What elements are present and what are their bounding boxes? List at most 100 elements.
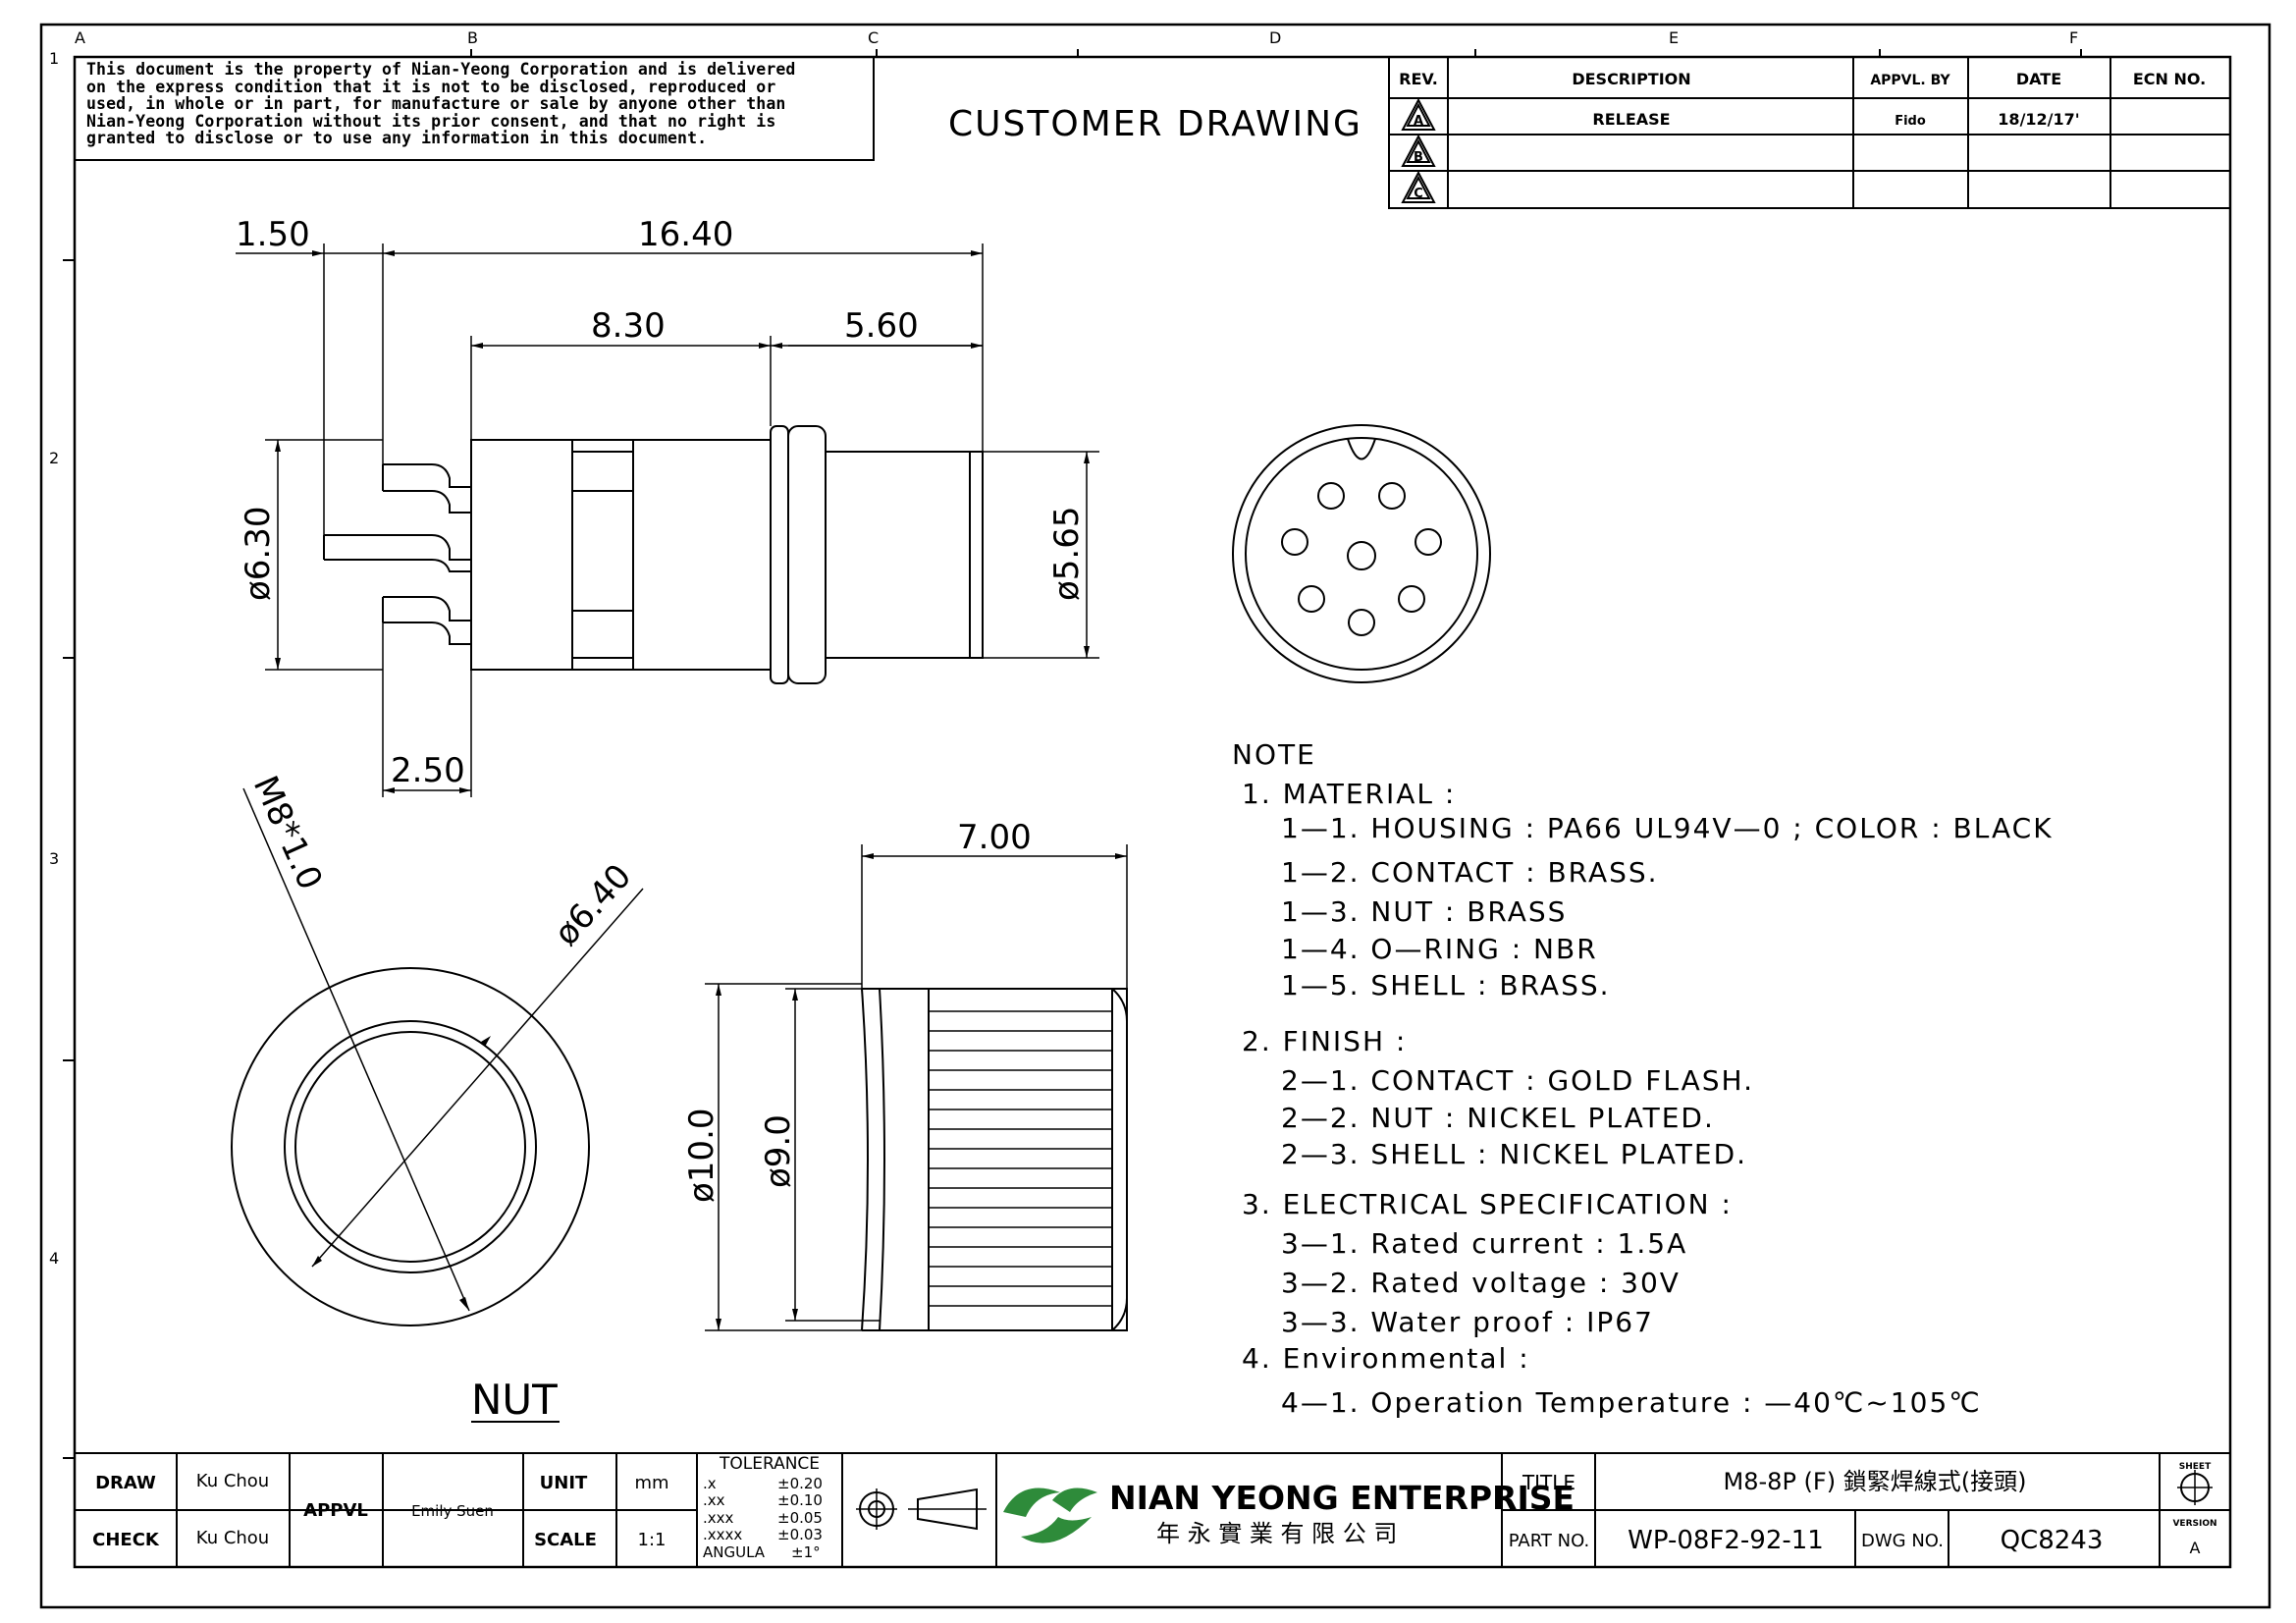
nut-side-dimensions	[705, 844, 1128, 1331]
tol-val-3: ±0.05	[777, 1509, 823, 1527]
nut-title: NUT	[471, 1376, 558, 1424]
company-logo-icon	[1003, 1488, 1097, 1543]
nut-side-arrowheads	[716, 853, 1127, 1330]
revision-table-text: REV. DESCRIPTION APPVL. BY DATE ECN NO. …	[1399, 70, 2206, 201]
note-line: 1—2. CONTACT : BRASS.	[1281, 856, 1659, 889]
tol-key-5: ANGULA	[703, 1543, 766, 1561]
note-line: 1. MATERIAL :	[1242, 778, 1457, 810]
rev-header: REV.	[1399, 70, 1438, 88]
sheet-label: SHEET	[2179, 1462, 2212, 1472]
pin-3	[1317, 482, 1345, 510]
grid-col-d: D	[1269, 28, 1281, 47]
company-name-en: NIAN YEONG ENTERPRISE	[1109, 1479, 1575, 1517]
check-value: Ku Chou	[196, 1528, 269, 1548]
notes-heading: NOTE	[1232, 738, 1316, 771]
company-name-zh: 年 永 實 業 有 限 公 司	[1156, 1520, 1397, 1547]
tol-key-4: .xxxx	[703, 1526, 742, 1543]
nut-labels: M8*1.0 ø6.40 NUT 7.00 ø10.0 ø9.0	[245, 770, 1032, 1424]
rev-a-description: RELEASE	[1592, 110, 1670, 129]
grid-col-b: B	[467, 28, 478, 47]
grid-col-a: A	[75, 28, 85, 47]
rev-a-label: A	[1414, 114, 1423, 129]
date-header: DATE	[2016, 70, 2061, 88]
grid-col-f: F	[2069, 28, 2078, 47]
drawing-title: CUSTOMER DRAWING	[948, 104, 1362, 144]
grid-row-1: 1	[49, 49, 59, 68]
note-line: 3—3. Water proof : IP67	[1281, 1306, 1654, 1338]
nut-width-label: 7.00	[957, 818, 1032, 857]
tol-val-2: ±0.10	[777, 1491, 823, 1509]
tol-key-1: .x	[703, 1475, 717, 1492]
ecn-header: ECN NO.	[2133, 70, 2206, 88]
version-label: VERSION	[2172, 1519, 2216, 1529]
disclaimer-line: on the express condition that it is not …	[86, 77, 776, 96]
note-line: 1—1. HOUSING : PA66 UL94V—0 ; COLOR : BL…	[1281, 812, 2054, 844]
projection-symbol-icon	[856, 1488, 987, 1531]
title-label: TITLE	[1522, 1471, 1575, 1494]
rev-b-label: B	[1414, 150, 1423, 165]
nut-dia-label: ø6.40	[547, 857, 639, 953]
tol-val-5: ±1°	[791, 1543, 821, 1561]
note-line: 2—3. SHELL : NICKEL PLATED.	[1281, 1138, 1748, 1170]
pin-4	[1378, 482, 1406, 510]
connector-front-view	[1232, 424, 1491, 683]
dim-5-60: 5.60	[844, 306, 919, 346]
unit-label: UNIT	[540, 1473, 588, 1493]
title-block-right-text: TITLE M8-8P (F) 鎖緊焊線式(接頭) PART NO. WP-08…	[1509, 1462, 2217, 1557]
appvl-label: APPVL	[303, 1500, 368, 1521]
note-line: 2. FINISH :	[1242, 1025, 1408, 1057]
draw-label: DRAW	[95, 1473, 156, 1493]
disclaimer-line: used, in whole or in part, for manufactu…	[86, 94, 786, 113]
rev-a-date: 18/12/17'	[1998, 110, 2079, 129]
note-line: 3—2. Rated voltage : 30V	[1281, 1267, 1681, 1299]
version-value: A	[2190, 1539, 2201, 1557]
disclaimer-line: Nian-Yeong Corporation without its prior…	[86, 111, 776, 131]
note-line: 1—4. O—RING : NBR	[1281, 933, 1598, 965]
note-line: 3—1. Rated current : 1.5A	[1281, 1227, 1688, 1260]
tol-val-4: ±0.03	[777, 1526, 823, 1543]
dwg-no-label: DWG NO.	[1861, 1531, 1944, 1551]
pin-1	[1281, 528, 1308, 556]
part-no-value: WP-08F2-92-11	[1628, 1526, 1824, 1555]
outer-frame	[39, 23, 2271, 1609]
disclaimer-box	[74, 56, 875, 161]
title-value: M8-8P (F) 鎖緊焊線式(接頭)	[1724, 1468, 2027, 1495]
unit-value: mm	[634, 1473, 668, 1493]
note-line: 4. Environmental :	[1242, 1342, 1530, 1375]
rev-a-appvl-by: Fido	[1895, 114, 1926, 129]
grid-labels: A B C D E F 1 2 3 4	[49, 28, 2078, 1268]
part-no-label: PART NO.	[1509, 1531, 1590, 1551]
arrowheads	[275, 250, 1090, 793]
side-dimension-labels: 1.50 16.40 8.30 5.60 2.50 ø6.30 ø5.65	[236, 215, 1087, 790]
dim-8-30: 8.30	[591, 306, 666, 346]
draw-value: Ku Chou	[196, 1471, 269, 1491]
note-line: 2—2. NUT : NICKEL PLATED.	[1281, 1102, 1715, 1134]
dim-dia-6-30: ø6.30	[239, 506, 278, 601]
tol-key-3: .xxx	[703, 1509, 734, 1527]
grid-row-4: 4	[49, 1249, 59, 1268]
nut-inner-dia-label: ø9.0	[759, 1114, 798, 1188]
appvl-value: Emily Suen	[411, 1502, 494, 1520]
grid-col-e: E	[1669, 28, 1679, 47]
tolerance-title: TOLERANCE	[719, 1454, 820, 1474]
note-line: 2—1. CONTACT : GOLD FLASH.	[1281, 1064, 1754, 1097]
dim-16-40: 16.40	[638, 215, 733, 254]
sheet-symbol-icon	[2177, 1470, 2213, 1505]
grid-row-2: 2	[49, 449, 59, 467]
disclaimer-text: This document is the property of Nian-Ye…	[86, 61, 872, 147]
revision-table	[1388, 56, 2231, 209]
description-header: DESCRIPTION	[1572, 70, 1690, 88]
pin-5	[1298, 585, 1325, 613]
grid-col-c: C	[868, 28, 879, 47]
nut-side-view	[861, 988, 1128, 1331]
pin-6	[1398, 585, 1425, 613]
grid-row-3: 3	[49, 849, 59, 868]
inner-frame	[73, 55, 2232, 1569]
scale-value: 1:1	[638, 1530, 667, 1550]
title-block-grid	[75, 1452, 2230, 1567]
check-label: CHECK	[92, 1530, 160, 1550]
tol-key-2: .xx	[703, 1491, 725, 1509]
dim-dia-5-65: ø5.65	[1047, 506, 1087, 601]
pin-2	[1415, 528, 1442, 556]
tolerance-rows: .x ±0.20 .xx ±0.10 .xxx ±0.05 .xxxx ±0.0…	[703, 1475, 823, 1561]
